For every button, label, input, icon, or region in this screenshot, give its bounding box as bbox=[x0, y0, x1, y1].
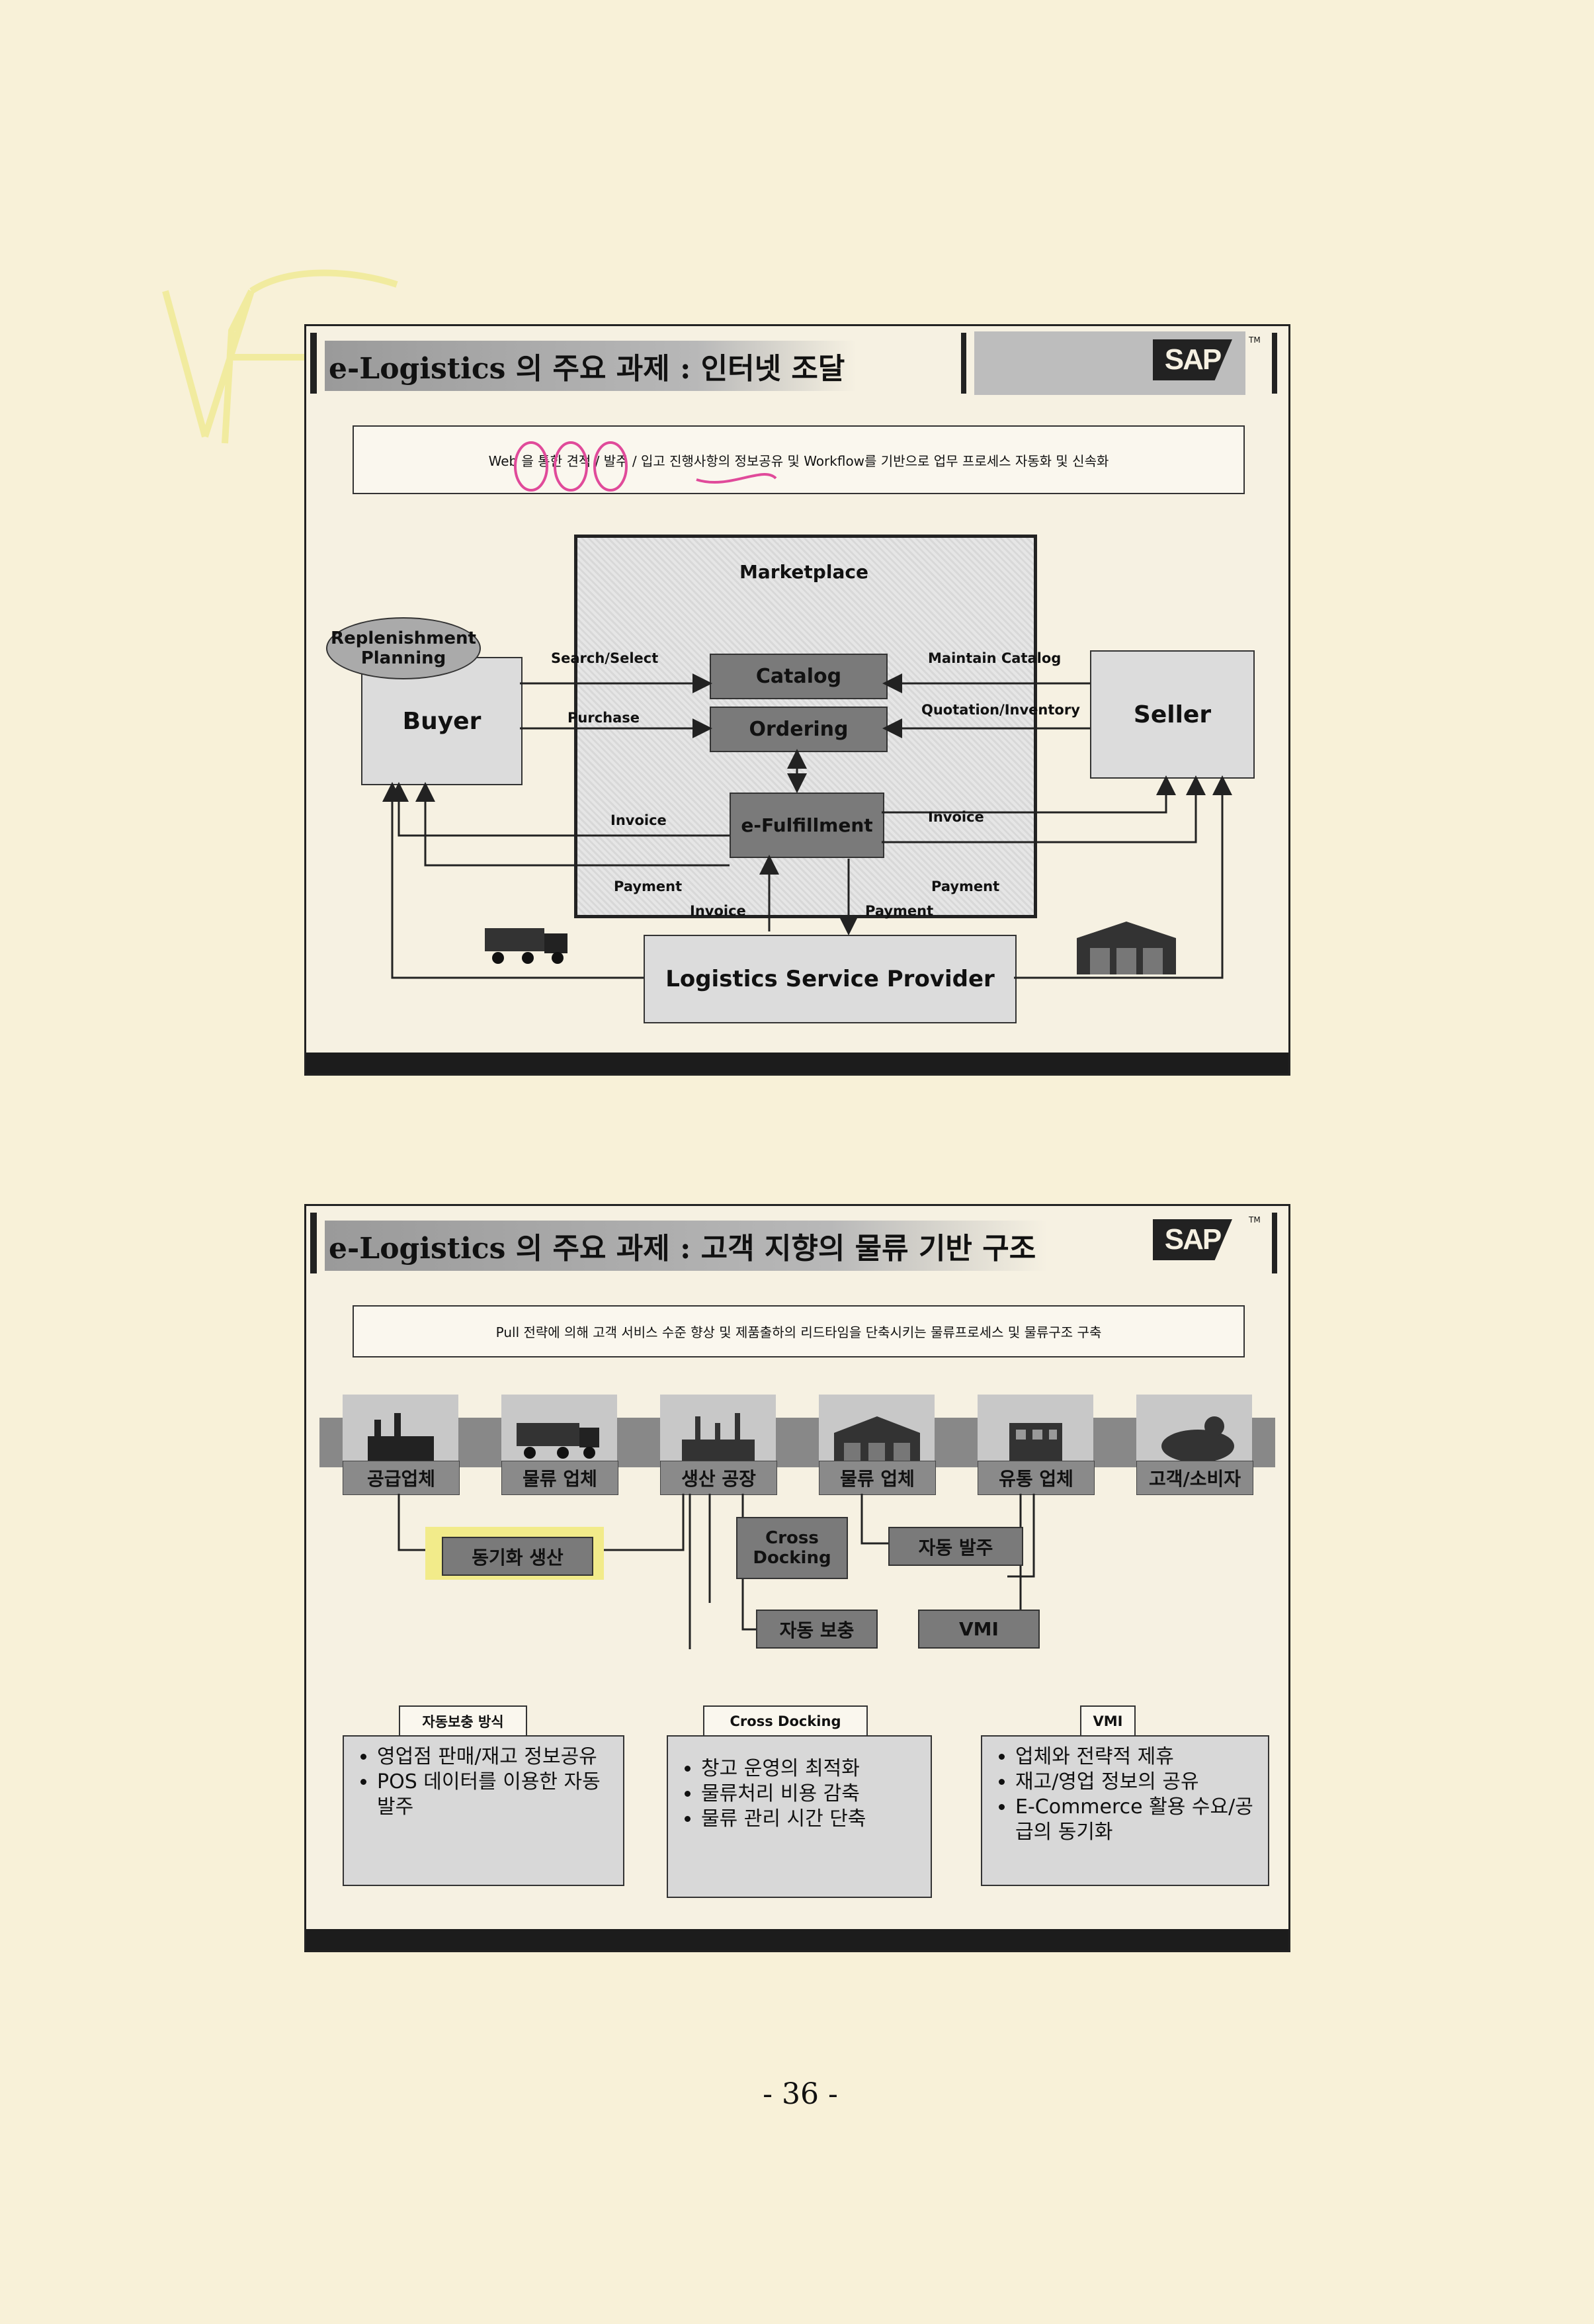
pen-annotations bbox=[485, 439, 882, 498]
auto-order-box: 자동 발주 bbox=[888, 1527, 1023, 1566]
list-item: 창고 운영의 최적화 bbox=[701, 1756, 920, 1782]
list-item: E-Commerce 활용 수요/공급의 동기화 bbox=[1015, 1795, 1257, 1845]
vmi-box: VMI bbox=[918, 1610, 1040, 1649]
warehouse-icon bbox=[1073, 915, 1179, 981]
truck-icon bbox=[482, 922, 574, 974]
slide-customer-oriented-logistics: e-Logistics 의 주요 과제 : 고객 지향의 물류 기반 구조 SA… bbox=[304, 1204, 1290, 1952]
sync-production-box: 동기화 생산 bbox=[442, 1537, 593, 1576]
auto-replenish-box: 자동 보충 bbox=[756, 1610, 878, 1649]
list-item: 업체와 전략적 제휴 bbox=[1015, 1744, 1257, 1770]
cross-docking-box: Cross Docking bbox=[736, 1517, 848, 1579]
list-item: 재고/영업 정보의 공유 bbox=[1015, 1770, 1257, 1795]
list-item: POS 데이터를 이용한 자동발주 bbox=[377, 1770, 612, 1820]
slide-internet-procurement: e-Logistics 의 주요 과제 : 인터넷 조달 SAP TM Web … bbox=[304, 324, 1290, 1076]
panel-auto-replenish: 영업점 판매/재고 정보공유 POS 데이터를 이용한 자동발주 bbox=[343, 1735, 624, 1886]
panel-tag-auto-replenish: 자동보충 방식 bbox=[399, 1705, 527, 1737]
panel-tag-cross-docking: Cross Docking bbox=[703, 1705, 868, 1737]
panel-cross-docking: 창고 운영의 최적화 물류처리 비용 감축 물류 관리 시간 단축 bbox=[667, 1735, 932, 1898]
page-number: - 36 - bbox=[728, 2077, 873, 2111]
panel-tag-vmi: VMI bbox=[1080, 1705, 1136, 1737]
list-item: 물류 관리 시간 단축 bbox=[701, 1807, 920, 1832]
list-item: 물류처리 비용 감축 bbox=[701, 1782, 920, 1807]
list-item: 영업점 판매/재고 정보공유 bbox=[377, 1744, 612, 1770]
panel-vmi: 업체와 전략적 제휴 재고/영업 정보의 공유 E-Commerce 활용 수요… bbox=[981, 1735, 1269, 1886]
